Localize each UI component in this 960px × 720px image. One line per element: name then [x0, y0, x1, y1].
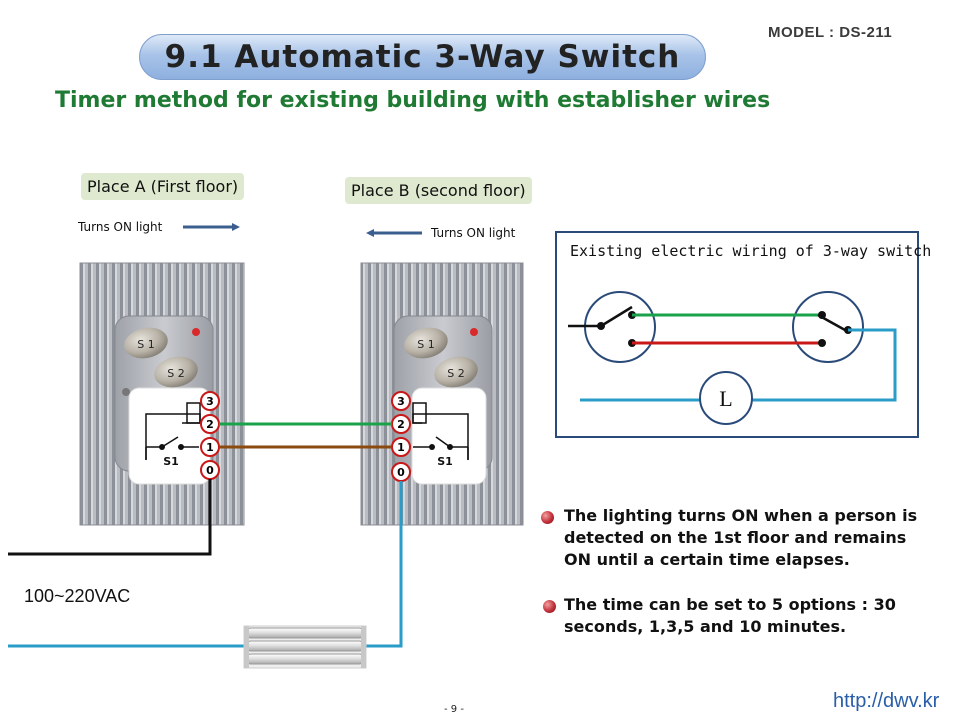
page-title: 9.1 Automatic 3-Way Switch [164, 39, 681, 75]
website-link[interactable]: http://dwv.kr [833, 690, 940, 712]
terminal-3-a: 3 [206, 395, 214, 408]
lamp-symbol-icon [699, 371, 753, 425]
switch-panel-a: S 1 S 2 S1 [79, 262, 245, 526]
s1-button-label: S 1 [417, 338, 434, 351]
relay-label-a: S1 [163, 455, 179, 468]
turns-on-label-a: Turns ON light [78, 220, 163, 234]
indicator-led [192, 328, 200, 336]
place-b-label: Place B (second floor) [345, 177, 532, 204]
arrow-right-icon [183, 223, 240, 231]
page-number: - 9 - [444, 704, 464, 715]
s2-button-label: S 2 [167, 367, 184, 380]
s1-button[interactable] [401, 324, 450, 362]
arrow-left-icon [366, 229, 422, 237]
bullet-note-2: The time can be set to 5 options : 30 se… [564, 595, 896, 636]
lamp-symbol-label: L [719, 386, 732, 411]
bullet-icon [541, 511, 554, 524]
bullet-icon [543, 600, 556, 613]
model-label: MODEL : DS-211 [768, 24, 893, 41]
s2-button[interactable] [151, 353, 200, 391]
s2-button-label: S 2 [447, 367, 464, 380]
terminals-b: 3 2 1 0 [391, 391, 411, 482]
inset-title: Existing electric wiring of 3-way switch [570, 242, 932, 260]
existing-wiring-inset: L [555, 231, 919, 438]
place-a-label: Place A (First floor) [81, 173, 245, 200]
terminal-0-b: 0 [397, 466, 405, 479]
supply-wire [8, 479, 212, 556]
indicator-led [470, 328, 478, 336]
fluorescent-lamp-icon [243, 625, 367, 669]
lamp-wire-b [366, 481, 403, 648]
switch-panel-b: S 1 S 2 S1 [360, 262, 524, 526]
bullet-note-1: The lighting turns ON when a person is d… [564, 506, 918, 569]
terminal-2-a: 2 [206, 418, 214, 431]
terminal-1-b: 1 [397, 441, 405, 454]
s1-button[interactable] [121, 324, 170, 362]
terminal-3-b: 3 [397, 395, 405, 408]
page-subtitle: Timer method for existing building with … [55, 88, 771, 113]
turns-on-label-b: Turns ON light [431, 226, 516, 240]
voltage-label: 100~220VAC [24, 586, 131, 606]
s1-button-label: S 1 [137, 338, 154, 351]
terminal-2-b: 2 [397, 418, 405, 431]
relay-label-b: S1 [437, 455, 453, 468]
title-banner [139, 34, 706, 80]
s2-button[interactable] [431, 353, 480, 391]
terminal-0-a: 0 [206, 464, 214, 477]
terminal-1-a: 1 [206, 441, 214, 454]
